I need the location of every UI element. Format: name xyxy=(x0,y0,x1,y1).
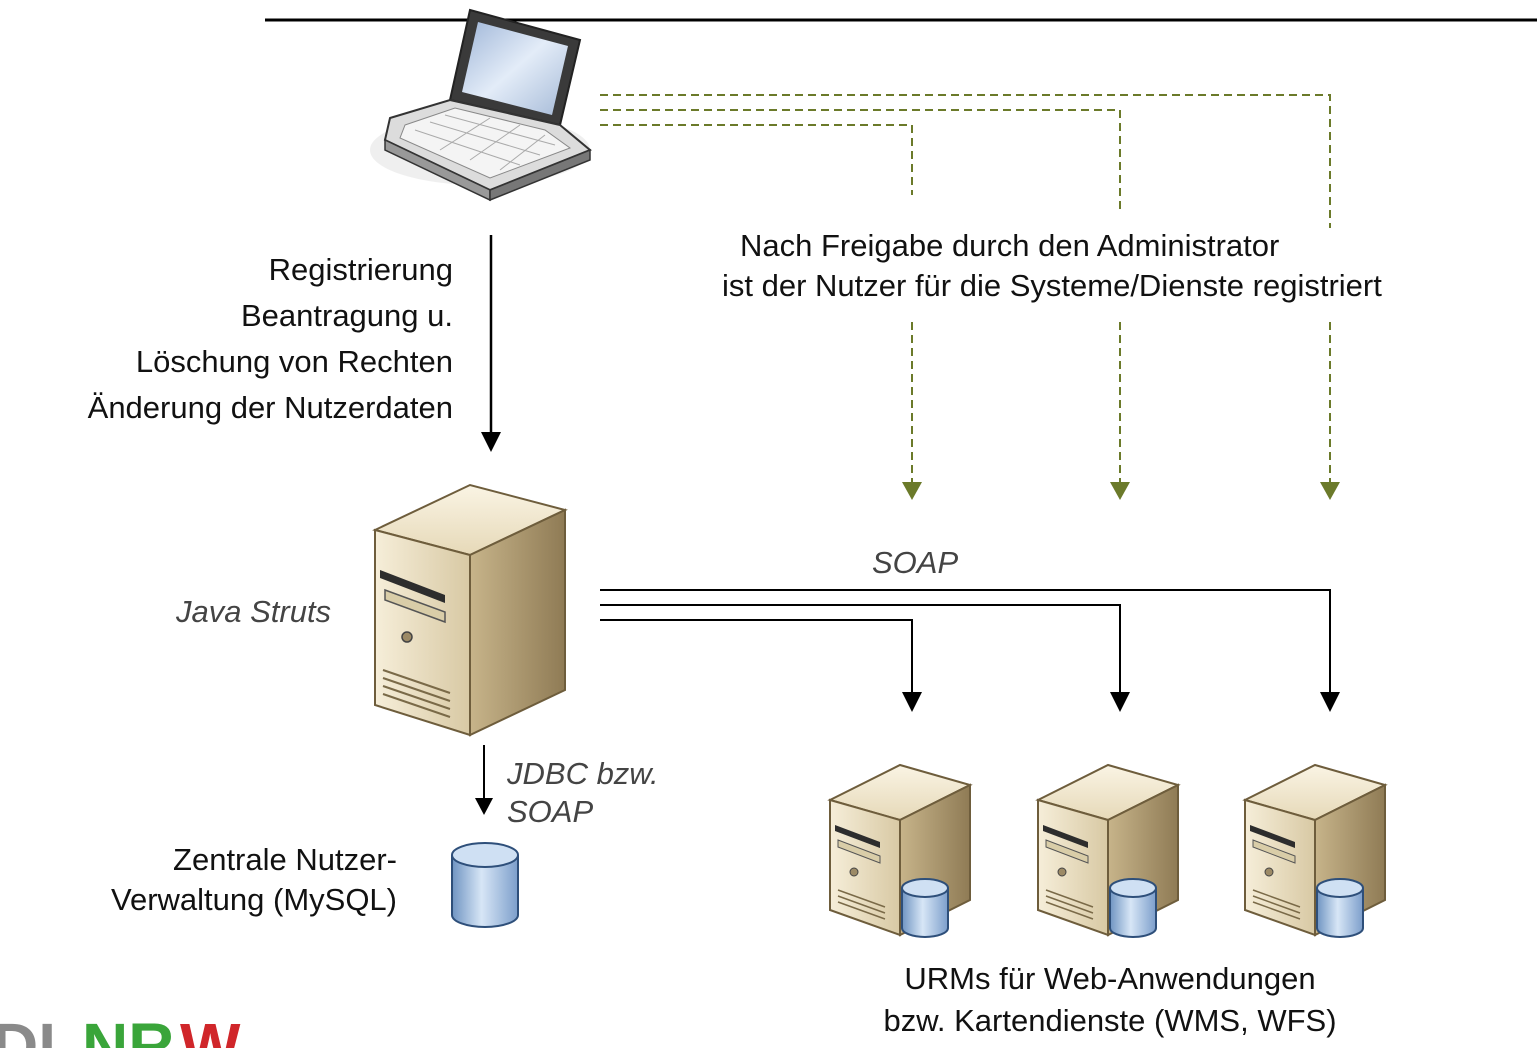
server-tower-icon xyxy=(372,483,568,737)
registration-label: Registrierung Beantragung u. Löschung vo… xyxy=(88,247,453,431)
laptop-icon xyxy=(370,8,592,202)
urms-line-1: URMs für Web-Anwendungen xyxy=(904,961,1316,996)
svg-text:W: W xyxy=(180,1010,241,1048)
urm-server-1-icon xyxy=(827,763,973,938)
soap-connectors xyxy=(600,589,1331,692)
jdbc-arrow xyxy=(475,745,493,815)
registration-line-4: Änderung der Nutzerdaten xyxy=(87,390,453,425)
registration-arrow xyxy=(481,235,501,452)
central-user-management-label: Zentrale Nutzer- Verwaltung (MySQL) xyxy=(111,840,397,920)
urms-line-2: bzw. Kartendienste (WMS, WFS) xyxy=(883,1003,1337,1038)
central-line-1: Zentrale Nutzer- xyxy=(173,842,397,877)
urm-server-2-icon xyxy=(1035,763,1181,938)
registration-line-1: Registrierung xyxy=(268,252,453,287)
approval-line-1: Nach Freigabe durch den Administrator xyxy=(740,226,1280,266)
jdbc-label: JDBC bzw. SOAP xyxy=(507,755,659,831)
soap-arrowheads xyxy=(902,692,1340,712)
registration-line-3: Löschung von Rechten xyxy=(135,344,453,379)
registration-line-2: Beantragung u. xyxy=(240,298,453,333)
urms-label: URMs für Web-Anwendungen bzw. Kartendien… xyxy=(820,958,1400,1042)
urm-server-3-icon xyxy=(1242,763,1388,938)
database-icon xyxy=(451,842,519,928)
java-struts-label: Java Struts xyxy=(176,594,332,629)
svg-text:DI: DI xyxy=(0,1010,56,1048)
jdbc-line-2: SOAP xyxy=(507,794,594,829)
approval-arrowheads xyxy=(902,482,1340,500)
gdi-nrw-logo: DI NR W xyxy=(0,1010,241,1048)
approval-line-2: ist der Nutzer für die Systeme/Dienste r… xyxy=(722,266,1382,306)
jdbc-line-1: JDBC bzw. xyxy=(507,756,659,791)
soap-label: SOAP xyxy=(872,545,959,580)
central-line-2: Verwaltung (MySQL) xyxy=(111,882,397,917)
svg-text:NR: NR xyxy=(82,1010,174,1048)
approval-label: Nach Freigabe durch den Administrator is… xyxy=(722,226,1382,306)
approval-dashed-connectors xyxy=(600,94,1331,482)
